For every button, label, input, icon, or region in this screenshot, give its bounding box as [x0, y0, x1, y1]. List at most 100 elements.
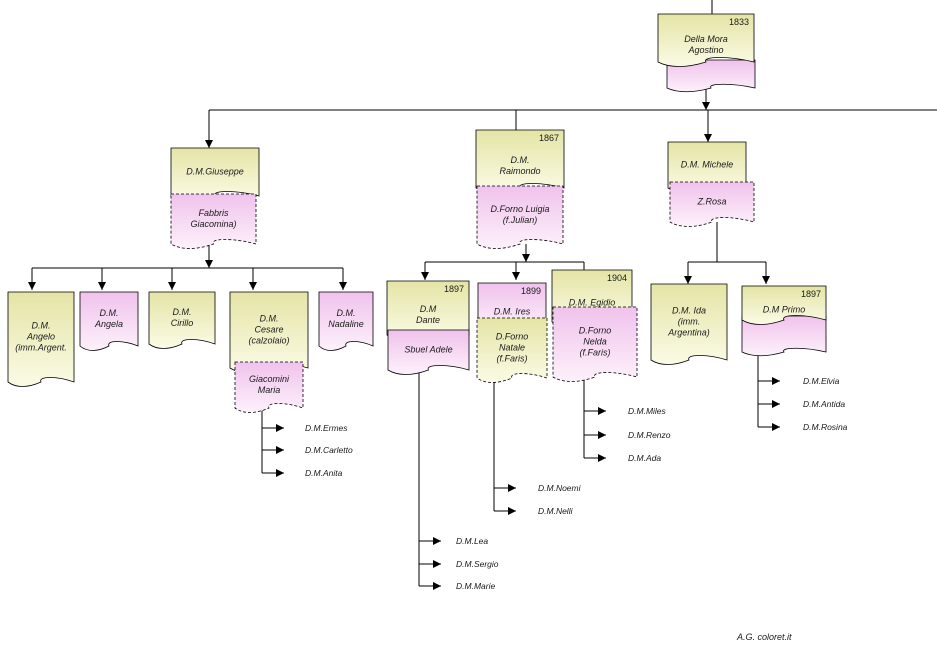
- person-name-line: (f.Julian): [503, 215, 538, 225]
- child-name[interactable]: D.M.Ermes: [305, 423, 348, 433]
- child-name[interactable]: D.M.Miles: [628, 406, 667, 416]
- person-box: [669, 181, 755, 227]
- birth-year: 1897: [801, 289, 821, 299]
- child-name[interactable]: D.M.Renzo: [628, 430, 671, 440]
- birth-year: 1899: [521, 286, 541, 296]
- person-name-line: Maria: [258, 385, 281, 395]
- person-box: [79, 291, 139, 351]
- child-name[interactable]: D.M.Sergio: [456, 559, 499, 569]
- child-name[interactable]: D.M.Lea: [456, 536, 488, 546]
- person-name-line: D.M. Egidio: [569, 298, 616, 308]
- person-name-line: D.M: [420, 304, 437, 314]
- birth-year: 1867: [539, 133, 559, 143]
- person-name-line: (calzolaio): [248, 336, 289, 346]
- person-box: [657, 13, 755, 67]
- person-box: [741, 285, 827, 325]
- person-name-line: D.M.: [260, 314, 279, 324]
- birth-year: 1904: [607, 273, 627, 283]
- child-name[interactable]: D.M.Antida: [803, 399, 845, 409]
- person-name-line: Nadaline: [328, 319, 364, 329]
- person-box: [234, 361, 304, 413]
- child-name[interactable]: D.M.Elvia: [803, 376, 840, 386]
- person-name-line: (f.Faris): [580, 348, 611, 358]
- person-angela[interactable]: D.M.Angela: [79, 291, 139, 351]
- person-name-line: Raimondo: [499, 166, 540, 176]
- primo-spouse-band: [741, 315, 827, 357]
- person-name-line: Giacomina): [190, 219, 236, 229]
- person-name-line: D.M. Ida: [672, 306, 706, 316]
- person-name-line: Dante: [416, 315, 440, 325]
- child-name[interactable]: D.M.Noemi: [538, 483, 582, 493]
- person-angelo[interactable]: D.M.Angelo(imm.Argent.: [7, 291, 75, 387]
- person-box: [650, 283, 728, 365]
- person-box: [387, 329, 470, 375]
- child-name[interactable]: D.M.Ada: [628, 453, 661, 463]
- person-name-line: D.Forno Luigia: [490, 204, 549, 214]
- person-name-line: Giacomini: [249, 374, 290, 384]
- person-name-line: D.M.: [173, 307, 192, 317]
- person-name-line: (imm.: [678, 317, 701, 327]
- person-name-line: Angelo: [26, 332, 55, 342]
- person-dante-sp[interactable]: Sbuel Adele: [387, 329, 470, 375]
- child-name[interactable]: D.M.Rosina: [803, 422, 848, 432]
- person-name-line: Della Mora: [684, 34, 728, 44]
- person-ida[interactable]: D.M. Ida(imm.Argentina): [650, 283, 728, 365]
- person-name-line: Sbuel Adele: [404, 345, 452, 355]
- credit-text: A.G. coloret.it: [737, 632, 792, 642]
- person-name-line: D.M. Michele: [681, 160, 734, 170]
- person-name-line: D.M.: [337, 308, 356, 318]
- person-name-line: (imm.Argent.: [15, 343, 67, 353]
- child-name[interactable]: D.M.Carletto: [305, 445, 353, 455]
- person-michele-sp[interactable]: Z.Rosa: [669, 181, 755, 227]
- person-name-line: D.M.: [32, 321, 51, 331]
- person-name-line: D.M.: [100, 308, 119, 318]
- person-name-line: Cesare: [254, 325, 283, 335]
- person-name-line: Nelda: [583, 337, 607, 347]
- person-name-line: Argentina): [667, 328, 710, 338]
- person-name-line: D.M.Giuseppe: [186, 167, 244, 177]
- person-name-line: Cirillo: [171, 318, 194, 328]
- agostino-spouse-band: [666, 59, 756, 93]
- person-box: [552, 306, 638, 382]
- birth-year: 1897: [444, 284, 464, 294]
- child-name[interactable]: D.M.Nelli: [538, 506, 574, 516]
- person-name-line: D.Forno: [496, 332, 529, 342]
- person-box: [476, 185, 564, 249]
- person-giuseppe[interactable]: D.M.Giuseppe: [170, 147, 260, 201]
- person-box: [170, 193, 257, 249]
- person-cirillo[interactable]: D.M.Cirillo: [148, 291, 216, 349]
- person-name-line: Fabbris: [198, 208, 229, 218]
- person-name-line: Z.Rosa: [696, 197, 726, 207]
- birth-year: 1833: [729, 17, 749, 27]
- person-name-line: Agostino: [687, 45, 723, 55]
- person-nadaline[interactable]: D.M.Nadaline: [318, 291, 374, 351]
- person-name-line: D.M. Ires: [494, 307, 531, 317]
- child-name[interactable]: D.M.Marie: [456, 581, 495, 591]
- person-box: [7, 291, 75, 387]
- person-name-line: (f.Faris): [497, 354, 528, 364]
- person-name-line: D.M Primo: [763, 305, 806, 315]
- person-box: [148, 291, 216, 349]
- person-name-line: Angela: [94, 319, 123, 329]
- person-cesare[interactable]: D.M.Cesare(calzolaio): [229, 291, 309, 373]
- connector-lines: [28, 0, 937, 590]
- person-name-line: D.M.: [511, 155, 530, 165]
- person-raimondo-sp[interactable]: D.Forno Luigia(f.Julian): [476, 185, 564, 249]
- person-name-line: D.Forno: [579, 326, 612, 336]
- person-box: [318, 291, 374, 351]
- child-name[interactable]: D.M.Anita: [305, 468, 343, 478]
- person-name-line: Natale: [499, 343, 525, 353]
